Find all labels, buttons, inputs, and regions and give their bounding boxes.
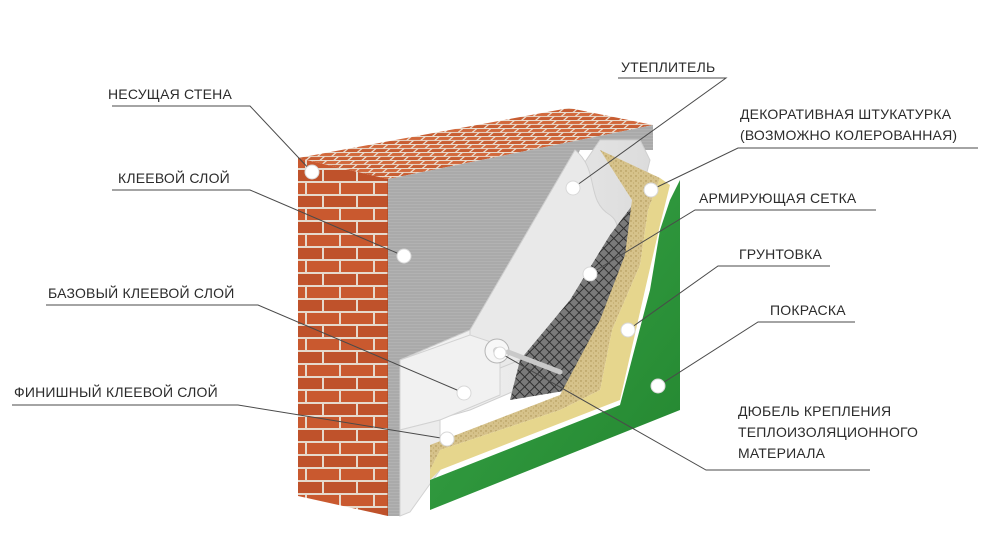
marker-wall	[304, 164, 320, 180]
label-text: НЕСУЩАЯ СТЕНА	[108, 86, 233, 102]
marker-paint	[650, 378, 666, 394]
label-reinforcing-mesh: АРМИРУЮЩАЯ СЕТКА	[699, 188, 856, 209]
label-painting: ПОКРАСКА	[770, 300, 846, 321]
marker-finish-adhesive	[439, 431, 455, 447]
paint-layer	[430, 180, 680, 510]
label-decorative-plaster: ДЕКОРАТИВНАЯ ШТУКАТУРКА (ВОЗМОЖНО КОЛЕРО…	[740, 104, 957, 146]
label-text: АРМИРУЮЩАЯ СЕТКА	[699, 190, 857, 206]
marker-base-adhesive	[456, 385, 472, 401]
brick-wall-top	[298, 108, 653, 179]
label-finish-adhesive-layer: ФИНИШНЫЙ КЛЕЕВОЙ СЛОЙ	[14, 382, 218, 403]
adhesive-layer	[388, 125, 653, 516]
label-text: КЛЕЕВОЙ СЛОЙ	[118, 170, 230, 186]
label-text: ГРУНТОВКА	[739, 246, 823, 262]
label-text-line-1: ДЮБЕЛЬ КРЕПЛЕНИЯ	[738, 403, 892, 419]
marker-adhesive	[396, 248, 412, 264]
leader-lines	[12, 77, 978, 471]
marker-plaster	[643, 182, 659, 198]
label-adhesive-layer: КЛЕЕВОЙ СЛОЙ	[118, 168, 230, 189]
label-primer: ГРУНТОВКА	[739, 244, 822, 265]
label-text: БАЗОВЫЙ КЛЕЕВОЙ СЛОЙ	[48, 285, 235, 301]
label-text: ФИНИШНЫЙ КЛЕЕВОЙ СЛОЙ	[14, 384, 218, 400]
label-base-adhesive-layer: БАЗОВЫЙ КЛЕЕВОЙ СЛОЙ	[48, 283, 234, 304]
marker-dowel	[493, 346, 507, 360]
label-text-line-1: ДЕКОРАТИВНАЯ ШТУКАТУРКА	[740, 106, 952, 122]
label-text-line-2: (ВОЗМОЖНО КОЛЕРОВАННАЯ)	[740, 127, 958, 143]
marker-mesh	[582, 266, 598, 282]
brick-wall-front	[298, 158, 388, 516]
marker-dots	[304, 164, 666, 447]
label-text: УТЕПЛИТЕЛЬ	[621, 59, 716, 75]
label-text: ПОКРАСКА	[770, 302, 846, 318]
reinforcing-mesh	[510, 195, 640, 400]
label-dowel: ДЮБЕЛЬ КРЕПЛЕНИЯ ТЕПЛОИЗОЛЯЦИОННОГО МАТЕ…	[738, 401, 918, 464]
insulation-bottom	[399, 419, 441, 517]
label-load-bearing-wall: НЕСУЩАЯ СТЕНА	[108, 84, 232, 105]
label-text-line-3: МАТЕРИАЛА	[738, 445, 826, 461]
label-insulation: УТЕПЛИТЕЛЬ	[621, 57, 715, 78]
marker-insulation	[565, 180, 581, 196]
label-text-line-2: ТЕПЛОИЗОЛЯЦИОННОГО	[738, 424, 919, 440]
marker-primer	[620, 322, 636, 338]
